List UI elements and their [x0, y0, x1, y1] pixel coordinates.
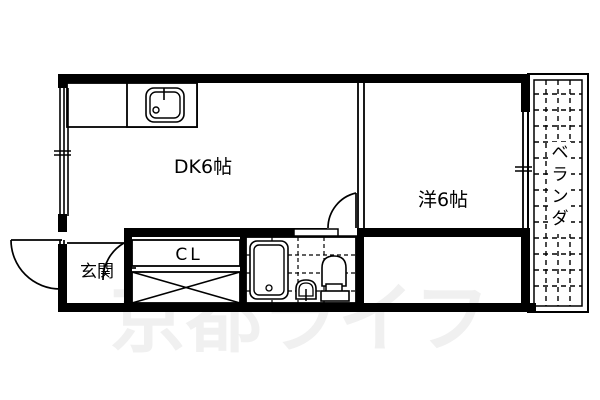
sliding-window-balcony[interactable] [515, 166, 532, 172]
closet-door-swing[interactable] [102, 242, 136, 281]
sliding-window-left[interactable] [54, 88, 71, 216]
door-swing-arc [327, 192, 357, 229]
closet-block: CL [131, 239, 241, 267]
veranda-area: ベ ラ ン ダ [527, 73, 589, 313]
entrance-door-swing[interactable] [10, 232, 67, 290]
wall-partition-top-cap [356, 74, 364, 82]
veranda-label-char-1: ラ [552, 165, 569, 185]
storage-cross-hatch [131, 271, 241, 304]
room-dk: DK6帖 [54, 82, 232, 216]
bathtub-drain [265, 284, 273, 292]
closet-label: CL [175, 245, 202, 265]
wall-bath-right [356, 237, 364, 307]
entrance-door-opening [58, 232, 67, 244]
wall-entrance-left [58, 243, 67, 312]
entrance-door-arc [10, 239, 61, 290]
wall-bottom [58, 303, 536, 312]
closet-door-arc [102, 242, 125, 281]
room-entrance: 玄関 [10, 232, 136, 290]
veranda-label-char-2: ン [552, 187, 569, 207]
bath-vent-strip [293, 228, 339, 237]
wall-left-upper-stub [58, 74, 67, 88]
wall-western-bottom [374, 228, 530, 237]
wall-top [58, 74, 530, 83]
sink-drain [152, 106, 160, 114]
toilet-icon [320, 255, 350, 302]
wash-basin-icon [295, 279, 317, 301]
unit-bath [245, 228, 357, 304]
wall-entrance-right [124, 237, 132, 303]
bathtub-inner [253, 244, 285, 296]
bathtub-icon [249, 240, 289, 300]
sink-basin-inner [149, 91, 181, 119]
door-sweep-fill [328, 193, 356, 228]
veranda-label-backdrop [549, 142, 571, 234]
wall-hall-top [124, 228, 243, 237]
veranda-label-char-0: ベ [552, 143, 569, 163]
wall-western-bottom-stub [364, 228, 374, 237]
veranda-label: ベ ラ ン ダ [549, 142, 571, 234]
room-label-entrance: 玄関 [80, 262, 114, 282]
wall-right-upper [521, 74, 530, 112]
door-opening-gap [327, 228, 357, 236]
room-label-dk: DK6帖 [174, 156, 232, 178]
closet-outline [131, 239, 241, 267]
storage-cross-b [131, 271, 241, 304]
toilet-tank [320, 290, 350, 302]
wall-right-lower [521, 228, 530, 312]
wall-left-lower [58, 214, 67, 243]
room-label-western: 洋6帖 [418, 189, 468, 211]
kitchen-sink-icon [145, 87, 185, 123]
veranda-label-char-3: ダ [552, 209, 569, 229]
thin-walls [357, 82, 529, 232]
wall-bath-left [240, 237, 246, 307]
toilet-bowl [321, 255, 347, 287]
